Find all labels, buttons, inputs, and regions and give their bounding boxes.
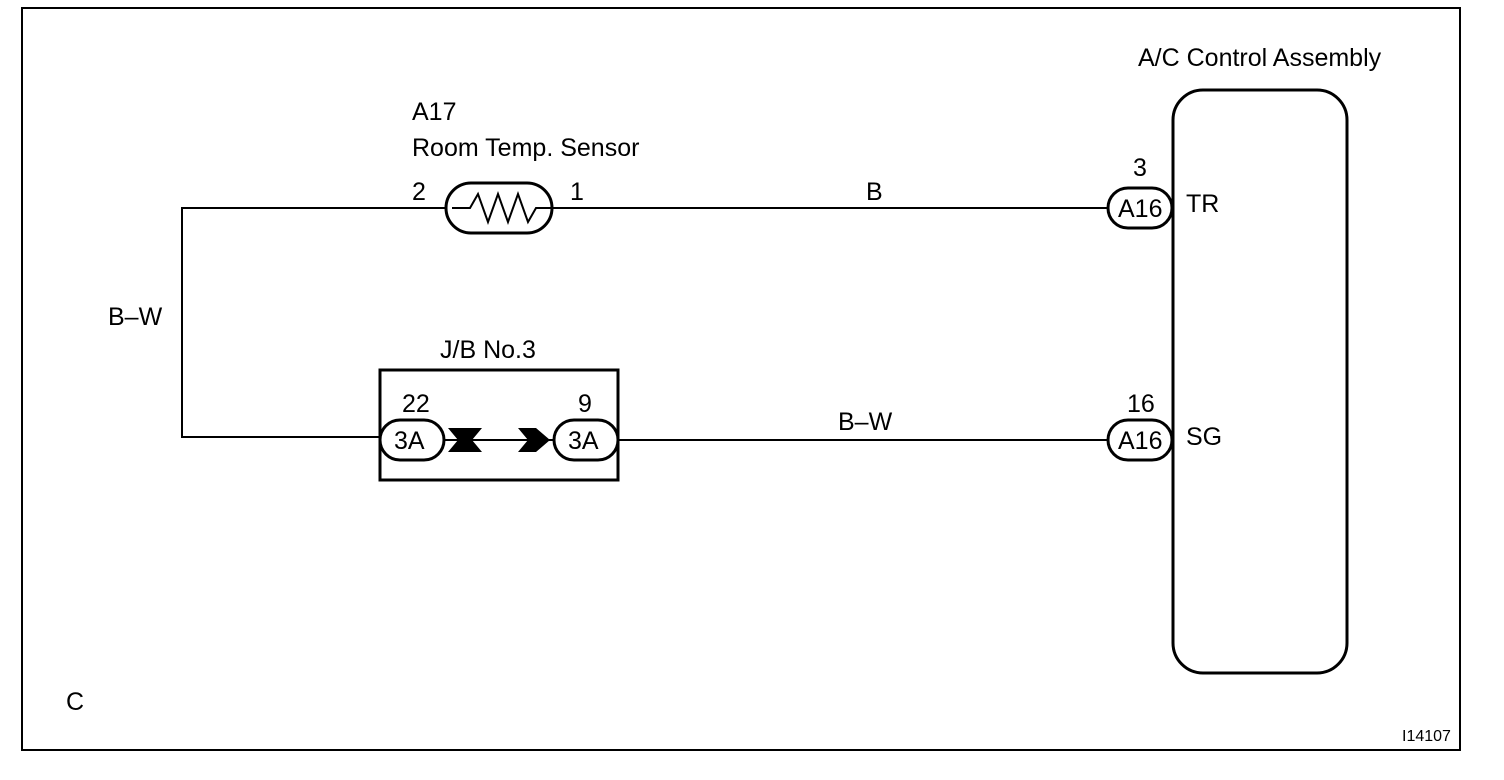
connector-sg-code: A16 <box>1118 427 1162 455</box>
ac-control-assembly-box <box>1171 88 1349 675</box>
jb-connector-right-code: 3A <box>568 427 599 455</box>
sensor-pin-right: 1 <box>570 178 584 206</box>
ac-control-assembly-title: A/C Control Assembly <box>1138 44 1382 72</box>
corner-letter: C <box>66 688 84 716</box>
terminal-sg: SG <box>1186 423 1222 451</box>
jb-female-terminal-icon <box>448 428 482 452</box>
wire-label-upper: B <box>866 178 883 206</box>
jb-pin-left: 22 <box>402 390 430 418</box>
connector-sg-pin: 16 <box>1127 390 1155 418</box>
wire-left-loop <box>181 207 446 438</box>
connector-tr-code: A16 <box>1118 195 1162 223</box>
terminal-tr: TR <box>1186 190 1219 218</box>
connector-sg <box>1106 418 1174 462</box>
sensor-code: A17 <box>412 98 456 126</box>
jb-pin-right: 9 <box>578 390 592 418</box>
connector-tr-pin: 3 <box>1133 154 1147 182</box>
junction-block-box <box>378 368 620 482</box>
junction-block-title: J/B No.3 <box>440 336 536 364</box>
wire-label-left: B–W <box>108 303 163 331</box>
diagram-frame <box>21 7 1461 751</box>
jb-connector-left-code: 3A <box>394 427 425 455</box>
figure-id: I14107 <box>1402 728 1451 745</box>
resistor-icon <box>452 191 552 225</box>
wire-label-lower: B–W <box>838 408 893 436</box>
sensor-name: Room Temp. Sensor <box>412 134 639 162</box>
jb-male-terminal-icon <box>518 428 550 452</box>
sensor-pin-left: 2 <box>412 178 426 206</box>
connector-tr <box>1106 186 1174 230</box>
